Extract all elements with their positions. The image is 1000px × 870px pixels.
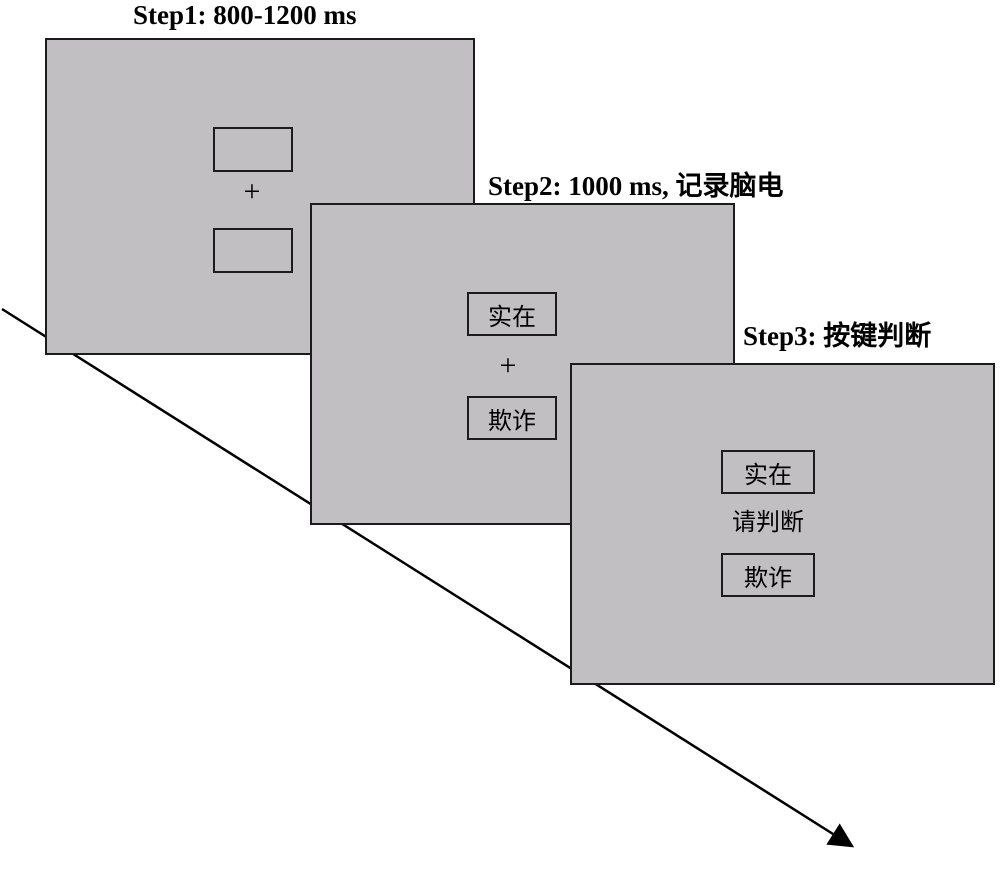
- step2-stimulus-box-bottom: 欺诈: [467, 396, 557, 440]
- step2-title: Step2: 1000 ms, 记录脑电: [488, 171, 784, 201]
- step1-fixation-cross: +: [243, 175, 261, 208]
- step2-stimulus-box-top: 实在: [467, 292, 557, 336]
- step3-panel: [570, 363, 995, 685]
- step1-empty-box-bottom: [213, 228, 293, 273]
- step3-stimulus-box-bottom: 欺诈: [721, 553, 815, 597]
- step1-title: Step1: 800-1200 ms: [133, 0, 357, 30]
- step3-stimulus-box-top: 实在: [721, 450, 815, 494]
- step1-empty-box-top: [213, 127, 293, 172]
- step3-title: Step3: 按键判断: [743, 321, 932, 351]
- step2-fixation-cross: +: [499, 349, 517, 382]
- step3-judge-prompt: 请判断: [732, 510, 804, 536]
